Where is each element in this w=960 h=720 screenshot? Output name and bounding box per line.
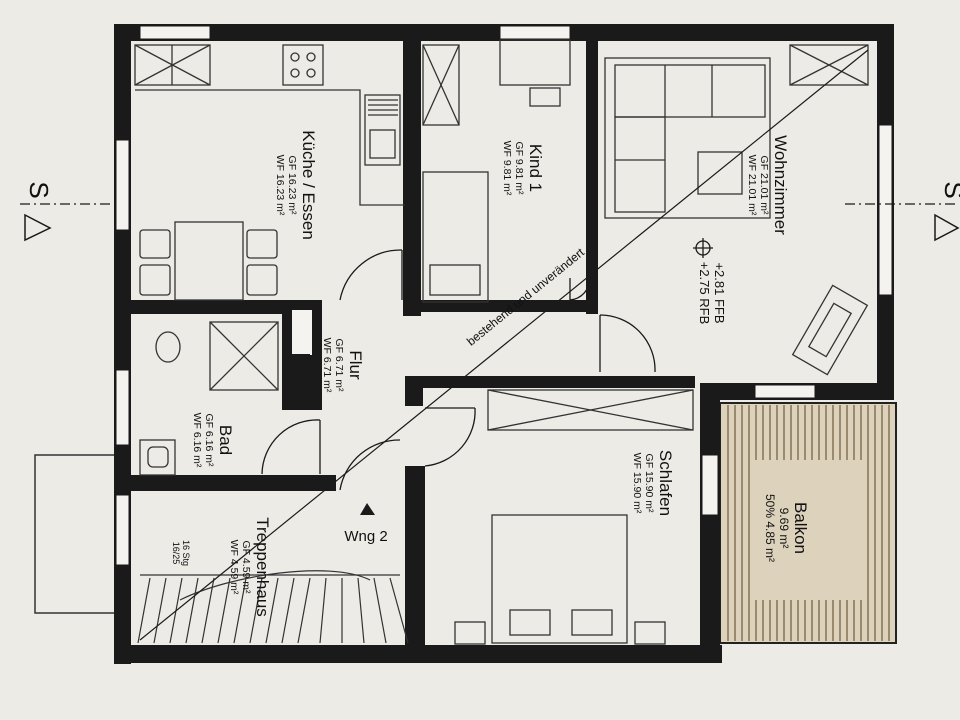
stair-tread — [233, 577, 247, 644]
room-gf-flur: GF 6.71 m² — [333, 338, 345, 392]
room-wf-wohnzimmer: WF 21.01 m² — [746, 155, 758, 216]
living-furniture — [604, 44, 869, 376]
stair-tread — [389, 577, 409, 644]
balcony-name: Balkon — [791, 502, 810, 554]
room-gf-kueche: GF 16.23 m² — [286, 156, 298, 215]
section-label-right: S — [939, 181, 960, 198]
staircase — [137, 570, 409, 644]
room-name-kueche: Küche / Essen — [299, 130, 318, 240]
windows — [115, 25, 893, 566]
stair-tread — [153, 577, 167, 644]
room-name-treppenhaus: Treppenhaus — [253, 517, 272, 617]
kind1-furniture — [422, 39, 571, 303]
level-marker — [693, 238, 713, 258]
room-wf-kind1: WF 9.81 m² — [501, 141, 513, 196]
room-wf-treppenhaus: WF 4.59 m² — [228, 540, 240, 595]
bathroom-fixtures — [139, 321, 279, 476]
room-name-wohnzimmer: Wohnzimmer — [771, 135, 790, 235]
dining-table — [139, 221, 278, 301]
stair-tread — [373, 577, 387, 644]
door-swings — [261, 249, 656, 491]
room-name-schlafen: Schlafen — [656, 450, 675, 516]
level-ffb: +2.81 FFB — [712, 262, 727, 323]
stair-steps: 16 Stg — [181, 540, 191, 566]
room-name-kind1: Kind 1 — [526, 144, 545, 192]
stair-ratio: 16/25 — [171, 542, 181, 565]
room-gf-bad: GF 6.16 m² — [203, 413, 215, 467]
stair-tread — [249, 577, 263, 644]
stair-tread — [201, 577, 215, 644]
shaft — [296, 313, 308, 338]
stair-tread — [281, 577, 295, 644]
section-marker-right — [845, 203, 960, 242]
room-wf-kueche: WF 16.23 m² — [274, 155, 286, 216]
balcony — [719, 402, 897, 644]
section-label-left: S — [24, 181, 54, 198]
stair-tread — [357, 577, 365, 644]
balcony-area: 9.69 m² — [777, 508, 791, 549]
stair-tread — [185, 577, 199, 644]
room-wf-schlafen: WF 15.90 m² — [631, 453, 643, 514]
stair-tread — [265, 577, 279, 644]
room-gf-treppenhaus: GF 4.59 m² — [240, 540, 252, 594]
level-rfb: +2.75 RFB — [697, 262, 712, 325]
room-name-bad: Bad — [216, 425, 235, 455]
unit-label: Wng 2 — [344, 528, 387, 545]
entrance-marker-icon — [360, 503, 375, 515]
room-name-flur: Flur — [346, 350, 365, 380]
room-wf-bad: WF 6.16 m² — [191, 413, 203, 468]
room-gf-kind1: GF 9.81 m² — [513, 141, 525, 195]
room-gf-schlafen: GF 15.90 m² — [643, 454, 655, 513]
kitchen-counter — [134, 44, 405, 206]
stair-tread — [319, 577, 327, 644]
room-wf-flur: WF 6.71 m² — [321, 338, 333, 393]
room-gf-wohnzimmer: GF 21.01 m² — [758, 156, 770, 215]
stair-tread — [297, 577, 311, 644]
balcony-half-area: 50% 4.85 m² — [763, 494, 777, 562]
stair-tread — [217, 577, 231, 644]
bedroom-furniture — [454, 389, 694, 645]
existing-diagonal-line — [139, 49, 869, 641]
stair-tread — [137, 577, 151, 644]
section-marker-left — [20, 203, 114, 242]
